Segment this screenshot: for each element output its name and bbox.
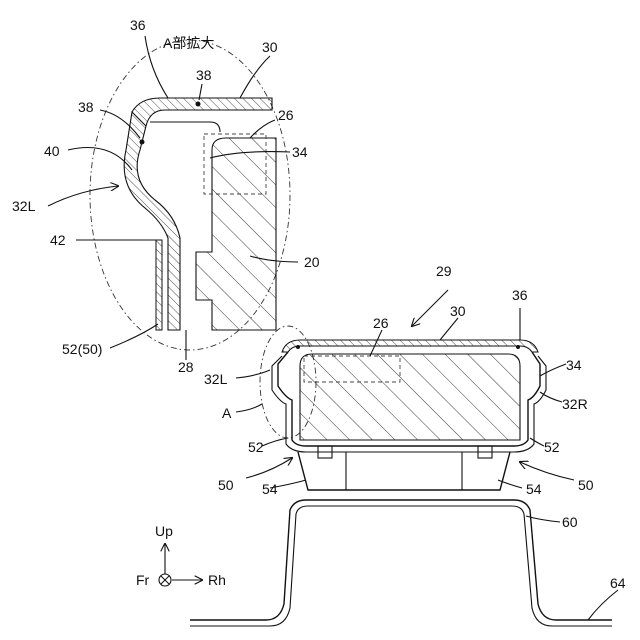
- label-30-detail: 30: [262, 39, 278, 55]
- label-36-main: 36: [512, 287, 528, 303]
- label-38-b: 38: [78, 99, 94, 115]
- seal-line: [150, 122, 220, 132]
- label-36-detail: 36: [130, 17, 146, 33]
- label-52-left: 52: [248, 439, 264, 455]
- label-26-main: 26: [373, 315, 389, 331]
- label-34-detail: 34: [292, 144, 308, 160]
- label-29: 29: [436, 263, 452, 279]
- label-28: 28: [178, 359, 194, 375]
- label-50-right: 50: [578, 477, 594, 493]
- floor-panel-lower: [190, 506, 612, 626]
- weld-dot: [196, 102, 201, 107]
- label-34-main: 34: [566, 357, 582, 373]
- clip-dot: [516, 345, 520, 349]
- battery-section: [196, 138, 276, 330]
- label-32R: 32R: [562, 396, 588, 412]
- direction-indicator: [159, 544, 202, 586]
- label-30-main: 30: [450, 303, 466, 319]
- label-rh: Rh: [208, 572, 226, 588]
- label-32L-main: 32L: [204, 371, 228, 387]
- clip-dot: [296, 345, 300, 349]
- label-32L-detail: 32L: [12, 198, 36, 214]
- side-wall-section: [124, 112, 180, 330]
- label-42: 42: [50, 232, 66, 248]
- battery-body: [300, 354, 520, 440]
- label-40: 40: [44, 143, 60, 159]
- label-fr: Fr: [136, 572, 150, 588]
- label-64: 64: [610, 575, 626, 591]
- bracket-section: [156, 240, 162, 330]
- label-54-right: 54: [526, 481, 542, 497]
- detail-title: A部拡大: [163, 35, 214, 51]
- label-26-detail: 26: [278, 107, 294, 123]
- labels: 36 A部拡大 30 38 38 26 34 40 32L 42 20 52(5…: [12, 17, 626, 591]
- cover: [282, 340, 538, 352]
- label-up: Up: [155, 523, 173, 539]
- label-20: 20: [304, 254, 320, 270]
- label-60: 60: [562, 514, 578, 530]
- label-52-50: 52(50): [62, 341, 102, 357]
- label-54-left: 54: [262, 481, 278, 497]
- label-A: A: [222, 405, 232, 421]
- label-38-a: 38: [196, 67, 212, 83]
- floor-panel-upper: [190, 500, 612, 620]
- weld-dot: [140, 140, 145, 145]
- detail-view: [90, 40, 290, 350]
- label-50-left: 50: [218, 477, 234, 493]
- label-52-right: 52: [544, 439, 560, 455]
